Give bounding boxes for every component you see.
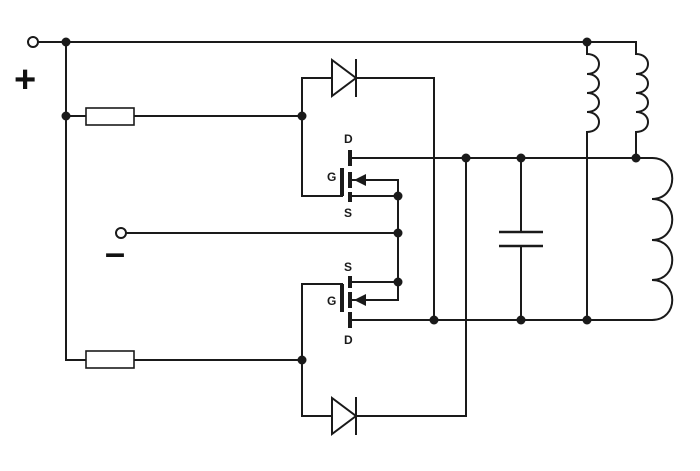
q2-gate-label: G: [327, 294, 336, 308]
resistor-upper: [85, 107, 135, 126]
positive-sign: +: [14, 59, 36, 101]
mosfet-q2: [340, 276, 366, 328]
diode-lower: [331, 396, 358, 436]
work-coil: [650, 156, 674, 322]
wire-lower-diode: [301, 157, 467, 417]
q1-drain-label: D: [344, 132, 353, 146]
q2-source-label: S: [344, 260, 352, 274]
capacitor: [499, 230, 543, 248]
choke-coil-left: [585, 52, 600, 134]
resistor-lower: [85, 350, 135, 369]
q1-source-label: S: [344, 206, 352, 220]
q1-body-arrow-icon: [354, 174, 366, 186]
mosfet-q1: [340, 150, 366, 202]
choke-coil-right: [634, 52, 649, 134]
negative-sign: –: [105, 232, 125, 273]
q1-gate-label: G: [327, 170, 336, 184]
wires: [37, 41, 653, 417]
positive-terminal[interactable]: [27, 36, 39, 48]
q2-body-arrow-icon: [354, 294, 366, 306]
wire-upper-diode: [301, 77, 435, 321]
diode-upper: [331, 58, 358, 98]
junctions: [61, 37, 641, 365]
q2-drain-label: D: [344, 333, 353, 347]
negative-terminal[interactable]: [115, 227, 127, 239]
